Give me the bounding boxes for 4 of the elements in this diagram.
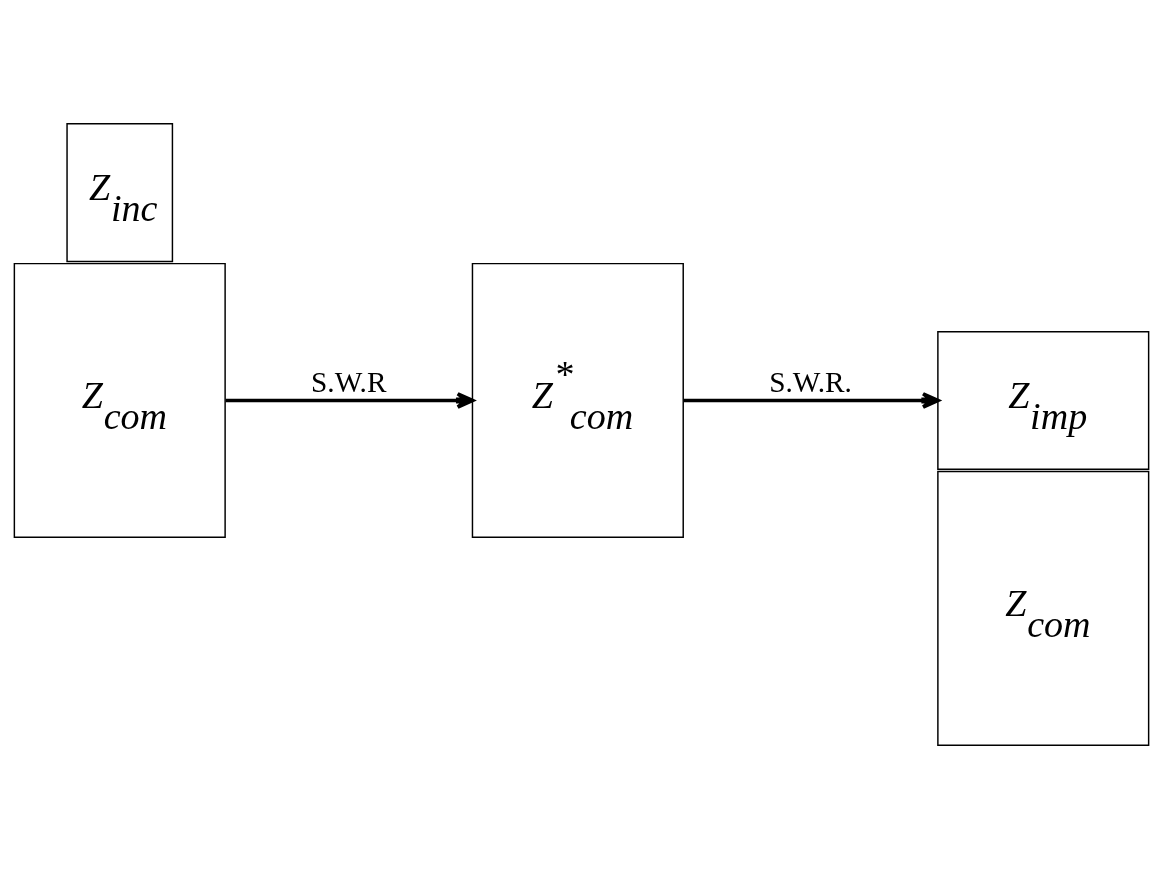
- arrow: [225, 392, 475, 409]
- edge-label: S.W.R.: [769, 365, 852, 398]
- edge-label: S.W.R: [311, 365, 387, 398]
- arrow: [683, 392, 940, 409]
